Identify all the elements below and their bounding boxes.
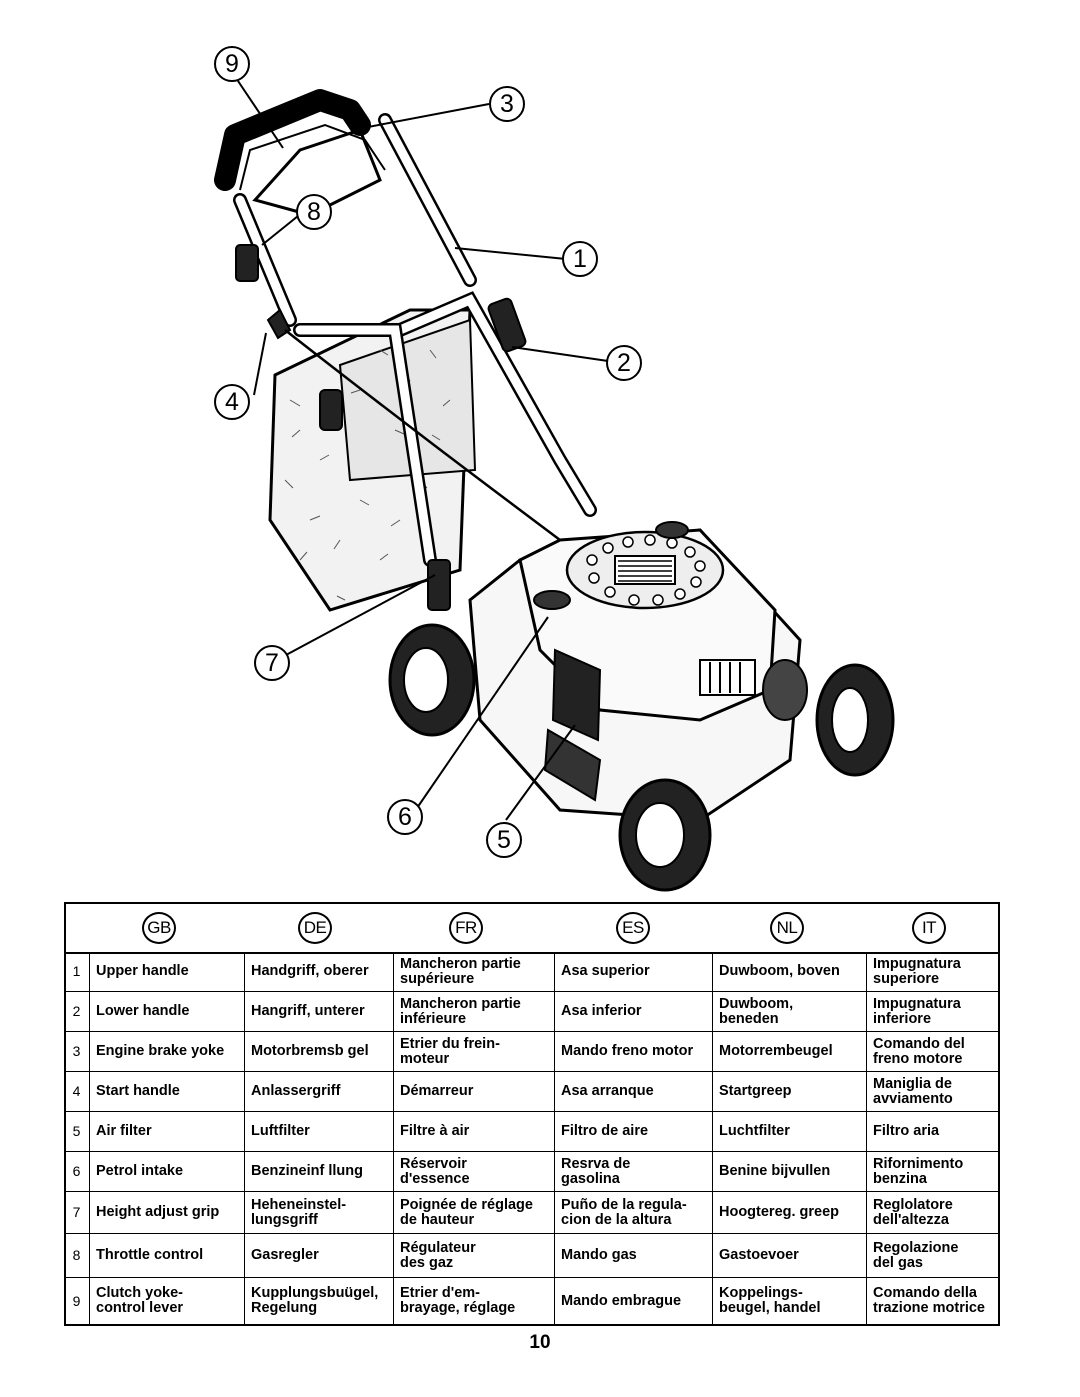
part-name-es: Asa superior [554,952,712,991]
table-row: 1 Upper handle Handgriff, oberer Mancher… [66,952,998,992]
table-row: 2 Lower handle Hangriff, unterer Mancher… [66,992,998,1032]
language-badge-it: IT [912,912,946,944]
part-name-nl: Motorrembeugel [712,1032,866,1071]
part-name-it: Impugnatura inferiore [866,992,998,1031]
part-name-nl: Duwboom, boven [712,952,866,991]
part-name-fr: Mancheron partie supérieure [393,952,554,991]
part-number: 9 [72,1292,81,1309]
part-name-gb: Petrol intake [89,1152,244,1191]
part-name-nl: Hoogtereg. greep [712,1192,866,1233]
part-name-es: Mando gas [554,1234,712,1277]
part-number: 2 [72,1003,81,1019]
table-row: 7 Height adjust grip Heheneinstel- lungs… [66,1192,998,1234]
part-number: 1 [72,963,81,979]
language-badge-fr: FR [449,912,483,944]
part-name-fr: Etrier du frein- moteur [393,1032,554,1071]
part-name-gb: Lower handle [89,992,244,1031]
page-number: 10 [529,1332,551,1353]
part-name-it: Filtro aria [866,1112,998,1151]
callout-4: 4 [214,384,250,420]
part-number: 5 [72,1123,81,1139]
language-badge-es: ES [616,912,650,944]
part-name-gb: Upper handle [89,952,244,991]
part-name-nl: Luchtfilter [712,1112,866,1151]
part-name-nl: Koppelings- beugel, handel [712,1278,866,1324]
part-number: 3 [72,1043,81,1059]
part-name-de: Heheneinstel- lungsgriff [244,1192,393,1233]
table-row: 6 Petrol intake Benzineinf llung Réservo… [66,1152,998,1192]
part-name-es: Mando freno motor [554,1032,712,1071]
part-name-gb: Throttle control [89,1234,244,1277]
part-name-es: Resrva de gasolina [554,1152,712,1191]
part-name-es: Asa inferior [554,992,712,1031]
callout-5: 5 [486,822,522,858]
part-name-nl: Startgreep [712,1072,866,1111]
part-name-fr: Etrier d'em- brayage, réglage [393,1278,554,1324]
part-name-de: Handgriff, oberer [244,952,393,991]
part-name-gb: Clutch yoke- control lever [89,1278,244,1324]
part-number: 8 [72,1247,81,1263]
part-name-es: Puño de la regula- cion de la altura [554,1192,712,1233]
part-name-it: Impugnatura superiore [866,952,998,991]
part-name-fr: Régulateur des gaz [393,1234,554,1277]
part-name-fr: Démarreur [393,1072,554,1111]
callout-3: 3 [489,86,525,122]
callout-2: 2 [606,345,642,381]
table-row: 4 Start handle Anlassergriff Démarreur A… [66,1072,998,1112]
part-name-fr: Réservoir d'essence [393,1152,554,1191]
part-name-gb: Engine brake yoke [89,1032,244,1071]
language-badge-de: DE [298,912,332,944]
part-name-it: Maniglia de avviamento [866,1072,998,1111]
part-name-de: Benzineinf llung [244,1152,393,1191]
part-number: 4 [72,1083,81,1099]
callout-1: 1 [562,241,598,277]
table-row: 9 Clutch yoke- control lever Kupplungsbu… [66,1278,998,1324]
callout-7: 7 [254,645,290,681]
part-name-it: Regolazione del gas [866,1234,998,1277]
part-name-fr: Poignée de réglage de hauteur [393,1192,554,1233]
part-name-de: Hangriff, unterer [244,992,393,1031]
table-row: 8 Throttle control Gasregler Régulateur … [66,1234,998,1278]
part-name-fr: Filtre à air [393,1112,554,1151]
language-header-row: GB DE FR ES NL IT [66,904,998,954]
part-name-de: Anlassergriff [244,1072,393,1111]
callout-9: 9 [214,46,250,82]
part-number: 7 [72,1204,81,1220]
part-name-gb: Air filter [89,1112,244,1151]
table-row: 5 Air filter Luftfilter Filtre à air Fil… [66,1112,998,1152]
callout-6: 6 [387,799,423,835]
part-name-nl: Duwboom, beneden [712,992,866,1031]
part-name-it: Rifornimento benzina [866,1152,998,1191]
part-name-gb: Start handle [89,1072,244,1111]
part-name-it: Comando del freno motore [866,1032,998,1071]
callout-8: 8 [296,194,332,230]
parts-table: GB DE FR ES NL IT 1 Upper handle Handgri… [64,902,1000,1326]
part-number: 6 [72,1163,81,1179]
part-name-nl: Benine bijvullen [712,1152,866,1191]
part-name-nl: Gastoevoer [712,1234,866,1277]
part-name-gb: Height adjust grip [89,1192,244,1233]
part-name-de: Luftfilter [244,1112,393,1151]
part-name-es: Asa arranque [554,1072,712,1111]
part-name-fr: Mancheron partie inférieure [393,992,554,1031]
part-name-de: Kupplungsbuügel, Regelung [244,1278,393,1324]
language-badge-nl: NL [770,912,804,944]
part-name-es: Filtro de aire [554,1112,712,1151]
part-name-it: Comando della trazione motrice [866,1278,998,1324]
lawn-mower-illustration: 9 3 8 1 2 4 7 6 5 [214,46,895,892]
mower-drawing [214,77,895,892]
part-name-de: Gasregler [244,1234,393,1277]
part-name-de: Motorbremsb gel [244,1032,393,1071]
language-badge-gb: GB [142,912,176,944]
part-name-it: Reglolatore dell'altezza [866,1192,998,1233]
part-name-es: Mando embrague [554,1278,712,1324]
table-row: 3 Engine brake yoke Motorbremsb gel Etri… [66,1032,998,1072]
